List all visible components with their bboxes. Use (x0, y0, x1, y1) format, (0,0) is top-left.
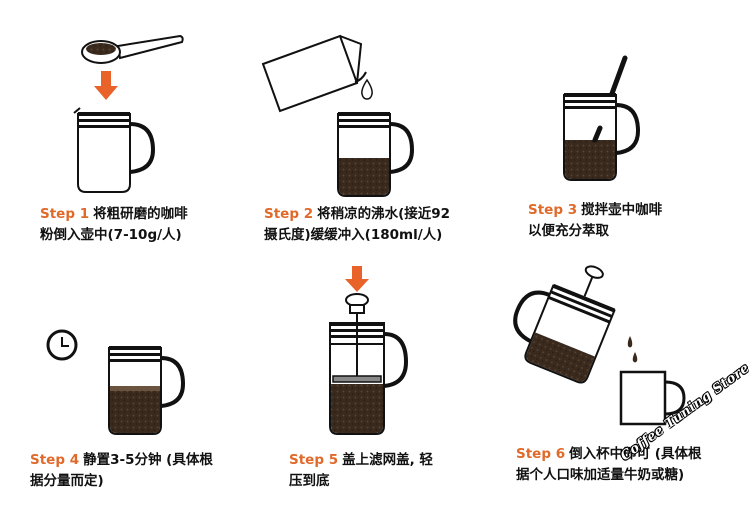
step-label: Step 1 (40, 206, 90, 222)
panel-step-2 (261, 34, 415, 197)
panel-step-4 (46, 329, 186, 435)
caption-line: 盖上滤网盖, 轻 (342, 452, 433, 468)
step-label: Step 3 (528, 202, 578, 218)
french-press-icon (108, 346, 186, 435)
french-press-icon (513, 265, 616, 384)
step-label: Step 2 (264, 206, 314, 222)
step-label: Step 5 (289, 452, 339, 468)
step-label: Step 4 (30, 452, 80, 468)
panel-step-6 (513, 265, 686, 426)
down-arrow-icon (345, 266, 369, 292)
french-press-icon (329, 322, 409, 435)
coffee-cup-icon (619, 370, 686, 426)
caption-line: 将稍凉的沸水(接近92 (317, 206, 451, 222)
panel-step-3 (563, 55, 641, 181)
caption-line: 倒入杯中即可 (具体根 (569, 446, 702, 462)
french-press-icon (337, 112, 415, 197)
caption-line: 搅拌壶中咖啡 (581, 202, 663, 218)
caption-line: 粉倒入壶中(7-10g/人) (40, 227, 182, 243)
down-arrow-icon (94, 71, 118, 100)
caption-line: 据个人口味加适量牛奶或糖) (516, 467, 685, 483)
french-press-icon (73, 107, 156, 193)
water-drop-icon (361, 78, 373, 100)
caption-line: 静置3-5分钟 (具体根 (83, 452, 213, 468)
caption-line: 摄氏度)缓缓冲入(180ml/人) (264, 227, 443, 243)
plunger-icon (332, 293, 382, 383)
step-label: Step 6 (516, 446, 566, 462)
coffee-drops-icon (627, 336, 638, 363)
caption-line: 以便充分萃取 (528, 223, 609, 239)
french-press-icon (563, 93, 641, 181)
caption-line: 将粗研磨的咖啡 (93, 206, 188, 222)
panel-step-1 (73, 34, 184, 193)
panel-step-5 (329, 266, 409, 435)
water-pitcher-icon (261, 34, 367, 113)
coffee-scoop-icon (81, 34, 184, 64)
caption-line: 据分量而定) (30, 473, 104, 489)
clock-icon (46, 329, 78, 361)
caption-line: 压到底 (289, 473, 330, 489)
